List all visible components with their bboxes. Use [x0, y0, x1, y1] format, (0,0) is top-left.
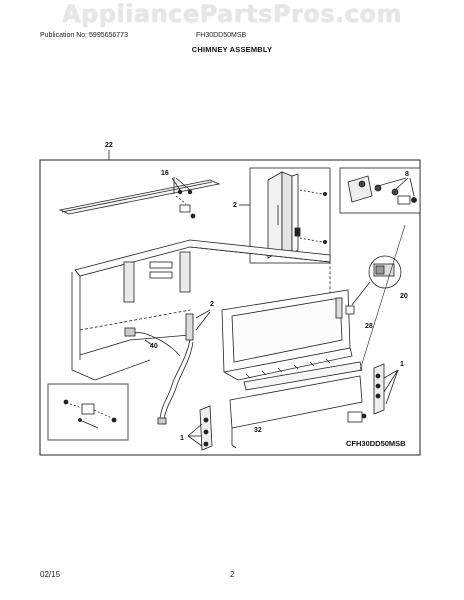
callout-28: 28	[365, 323, 373, 330]
callout-20: 20	[400, 293, 408, 300]
footer-page-number: 2	[230, 570, 235, 579]
callout-8: 8	[405, 171, 409, 178]
header-model: FH30DD50MSB	[196, 32, 247, 39]
detail-box-bracket	[239, 167, 331, 264]
chimney-housing	[71, 239, 331, 381]
detail-box-hardware-8	[339, 167, 421, 214]
publication-number: Publication No: 5995656773	[40, 32, 128, 39]
detail-box-switch	[47, 383, 129, 441]
callout-1-left: 1	[180, 435, 184, 442]
wiring-harness-40	[124, 327, 194, 425]
callout-1-right: 1	[400, 361, 404, 368]
lower-trim-32	[229, 361, 363, 449]
watermark: AppliancePartsPros.com	[62, 0, 402, 28]
callout-2-main: 2	[210, 301, 214, 308]
top-trim-strip-22	[58, 179, 221, 215]
front-panel-28	[221, 289, 353, 381]
callout-40: 40	[150, 343, 158, 350]
left-lower-bracket	[187, 405, 213, 451]
right-side-bracket	[347, 224, 406, 423]
callout-16: 16	[161, 170, 169, 177]
center-bracket-2	[185, 309, 211, 341]
footer-date: 02/15	[40, 570, 61, 579]
page-title: CHIMNEY ASSEMBLY	[191, 45, 273, 54]
callout-32: 32	[254, 427, 262, 434]
callout-22: 22	[105, 142, 113, 149]
callout-2-detail: 2	[233, 202, 237, 209]
diagram-frame	[39, 159, 421, 456]
screws-16	[171, 177, 196, 219]
diagram-model-code: CFH30DD50MSB	[346, 439, 406, 448]
